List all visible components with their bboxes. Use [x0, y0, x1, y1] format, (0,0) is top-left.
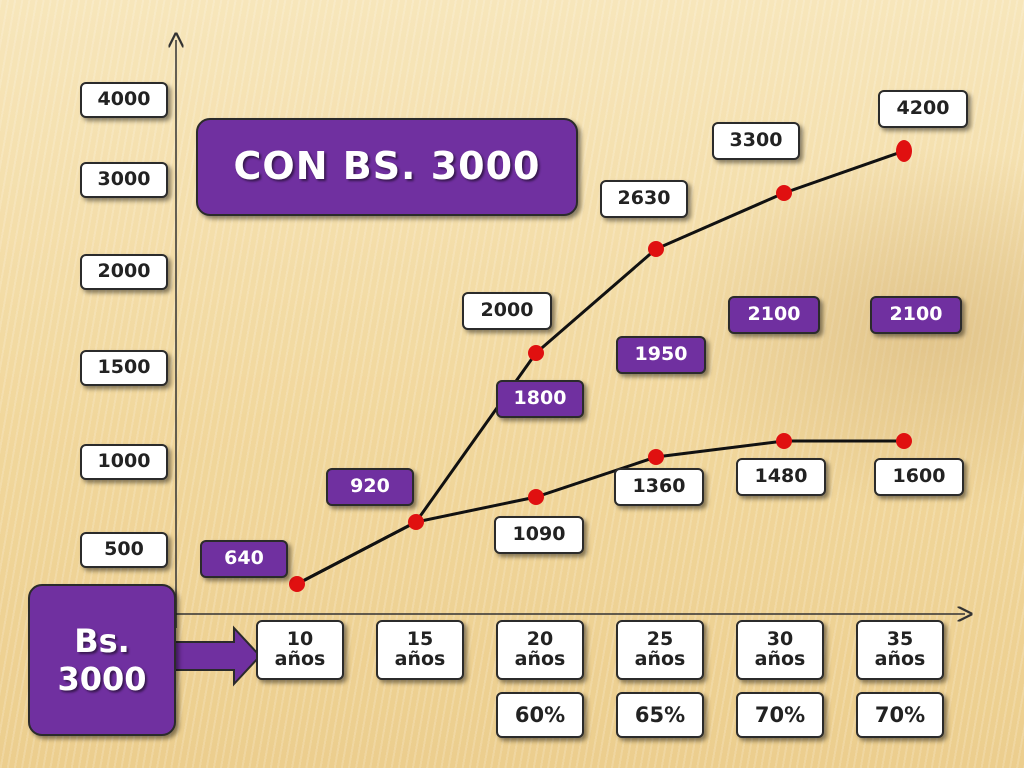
chart-title: CON BS. 3000	[196, 118, 578, 216]
difference-label: 1800	[496, 380, 584, 418]
difference-label: 2100	[870, 296, 962, 334]
data-point-marker	[776, 433, 792, 449]
x-tick-label: 25 años	[616, 620, 704, 680]
y-tick-label: 4000	[80, 82, 168, 118]
data-label: 2630	[600, 180, 688, 218]
data-label: 1600	[874, 458, 964, 496]
amount-label: Bs. 3000	[28, 584, 176, 736]
x-tick-label: 10 años	[256, 620, 344, 680]
data-point-marker	[648, 241, 664, 257]
data-label: 4200	[878, 90, 968, 128]
data-point-marker	[289, 576, 305, 592]
y-tick-label: 3000	[80, 162, 168, 198]
data-label: 640	[200, 540, 288, 578]
y-tick-label: 2000	[80, 254, 168, 290]
x-tick-label: 35 años	[856, 620, 944, 680]
data-label: 1480	[736, 458, 826, 496]
percentage-label: 65%	[616, 692, 704, 738]
y-tick-label: 500	[80, 532, 168, 568]
data-label: 1360	[614, 468, 704, 506]
percentage-label: 70%	[736, 692, 824, 738]
arrow-right-icon	[173, 625, 262, 687]
percentage-label: 70%	[856, 692, 944, 738]
x-tick-label: 30 años	[736, 620, 824, 680]
series-line	[296, 439, 904, 586]
y-tick-label: 1500	[80, 350, 168, 386]
data-label: 3300	[712, 122, 800, 160]
data-point-marker	[408, 514, 424, 530]
data-point-marker	[896, 140, 912, 162]
data-point-marker	[528, 345, 544, 361]
data-label: 2000	[462, 292, 552, 330]
x-tick-label: 15 años	[376, 620, 464, 680]
difference-label: 2100	[728, 296, 820, 334]
y-tick-label: 1000	[80, 444, 168, 480]
difference-label: 1950	[616, 336, 706, 374]
data-label: 1090	[494, 516, 584, 554]
data-label: 920	[326, 468, 414, 506]
data-point-marker	[528, 489, 544, 505]
x-tick-label: 20 años	[496, 620, 584, 680]
data-point-marker	[896, 433, 912, 449]
data-point-marker	[776, 185, 792, 201]
data-point-marker	[648, 449, 664, 465]
percentage-label: 60%	[496, 692, 584, 738]
